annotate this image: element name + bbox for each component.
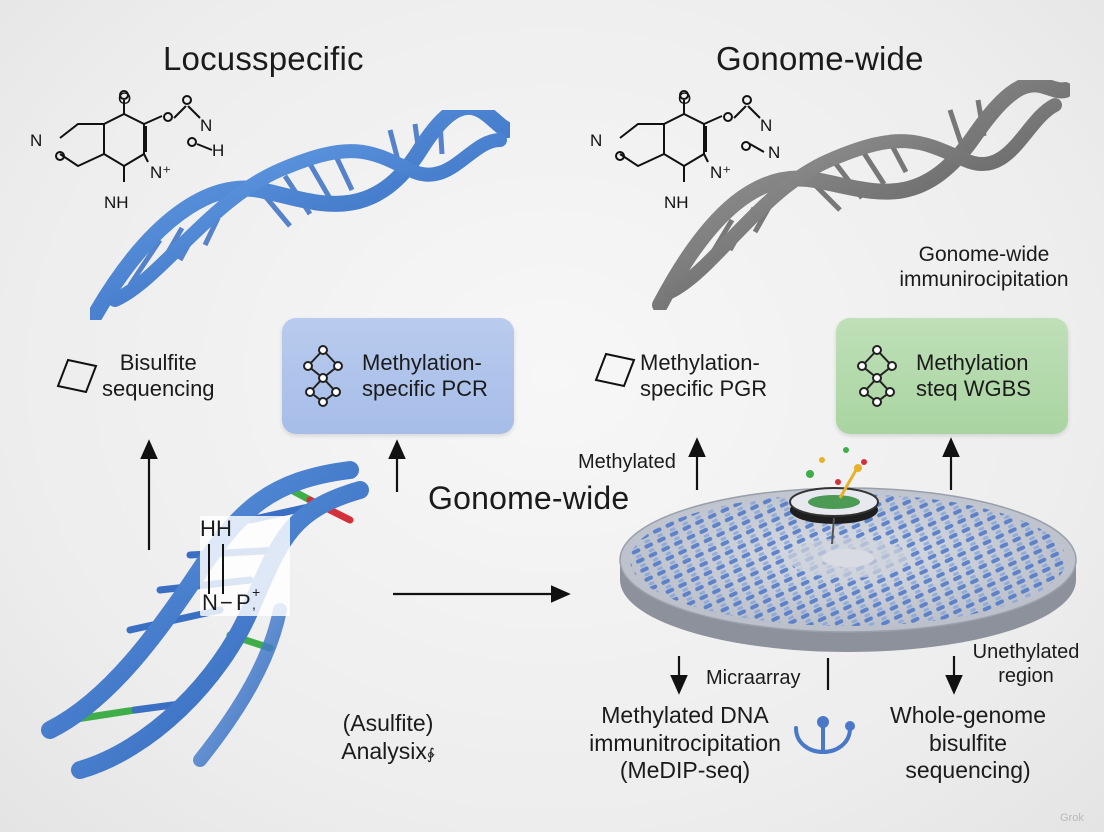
atom-n1: N xyxy=(30,131,42,150)
atom-n2: N xyxy=(200,116,212,135)
atom-nh: NH xyxy=(104,193,129,212)
atom-n3: N xyxy=(768,143,780,162)
box-methylation-wgbs: Methylation steq WGBS xyxy=(836,318,1068,434)
label-microarray: Micraarray xyxy=(706,667,801,689)
atom-n2: N xyxy=(760,116,772,135)
label-unmethylated-region: Unethylated region xyxy=(972,641,1080,687)
label-methylated: Methylated xyxy=(578,451,676,473)
label-analysis-text: (Asulfite) Analysix xyxy=(341,710,434,764)
label-analysis-mark: ∲ xyxy=(426,745,435,763)
atom-nh: NH xyxy=(664,193,689,212)
parallelogram-icon xyxy=(594,352,636,388)
microarray-disk-icon xyxy=(619,447,1077,652)
atom-nplus: N⁺ xyxy=(150,163,171,182)
molecule-h1: H xyxy=(200,516,216,541)
atom-o1: O xyxy=(118,89,131,108)
antibody-icon xyxy=(794,716,855,755)
molecule-n: N xyxy=(202,590,218,615)
parallelogram-icon xyxy=(56,358,98,394)
label-medip-seq: Methylated DNA immunitrocipitation (MeDI… xyxy=(589,702,781,784)
chemical-structure-left: O N N H N⁺ NH xyxy=(30,89,224,212)
title-genome-wide: Gonome-wide xyxy=(716,40,924,77)
label-bisulfite-sequencing: Bisulfite sequencing xyxy=(102,350,215,402)
atom-n1: N xyxy=(590,131,602,150)
label-genome-wide-immunoprecipitation: Gonome-wide immunirocipitation xyxy=(899,243,1069,292)
box-methylation-specific-pcr: Methylation- specific PCR xyxy=(282,318,514,434)
molecule-sup: + xyxy=(252,584,261,600)
bond-vertical xyxy=(222,544,224,594)
molecule-p: P xyxy=(236,590,251,615)
bond-vertical xyxy=(208,544,210,594)
label-analysis: (Asulfite) Analysix∲ xyxy=(328,710,448,765)
label-whole-genome-bisulfite: Whole-genome bisulfite sequencing) xyxy=(890,702,1046,784)
title-locus-specific: Locusspecific xyxy=(163,40,364,77)
watermark: Grok xyxy=(1060,812,1084,824)
dna-helix-gray-top xyxy=(652,80,1070,310)
label-msp-left: Methylation- specific PCR xyxy=(362,349,488,401)
molecule-h2: H xyxy=(216,516,232,541)
molecule-overlay: H H N − P + , xyxy=(200,516,290,616)
chemical-structure-right: O N N N N⁺ NH xyxy=(590,89,780,212)
label-msp-right: Methylation- specific PGR xyxy=(640,350,768,402)
atom-nplus: N⁺ xyxy=(710,163,731,182)
label-wgbs-box: Methylation steq WGBS xyxy=(916,349,1031,401)
molecule-bond: − xyxy=(220,590,233,615)
molecule-sub: , xyxy=(252,596,256,612)
atom-h: H xyxy=(212,141,224,160)
dna-helix-blue-top xyxy=(90,110,510,320)
atom-o1: O xyxy=(678,89,691,108)
network-icon xyxy=(303,345,343,407)
network-icon xyxy=(857,345,897,407)
title-genome-wide-center: Gonome-wide xyxy=(428,480,630,516)
